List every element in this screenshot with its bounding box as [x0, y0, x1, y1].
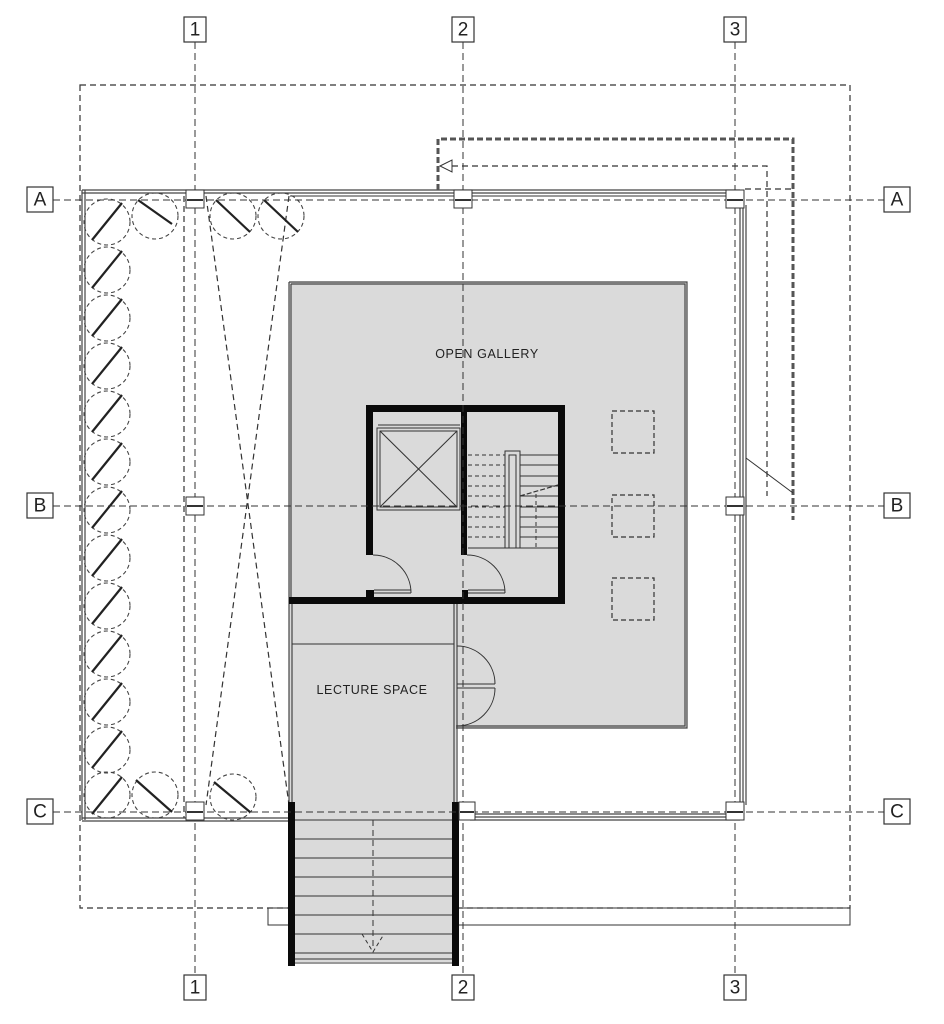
gallery-walls — [288, 281, 688, 729]
tree-icon — [83, 198, 131, 246]
grid-tag-right-c: C — [883, 798, 911, 825]
tree-icon — [83, 294, 131, 342]
tree-icon — [83, 726, 131, 774]
svg-text:B: B — [891, 496, 904, 517]
grid-tag-top-1: 1 — [183, 16, 207, 43]
svg-text:1: 1 — [190, 978, 201, 999]
internal-stair-icon — [468, 450, 559, 549]
tree-icon — [83, 486, 131, 534]
svg-text:A: A — [34, 190, 47, 211]
roof-outline — [79, 84, 851, 909]
structural-columns — [185, 189, 745, 821]
grid-tag-bottom-3: 3 — [723, 974, 747, 1001]
grid-tag-right-b: B — [883, 492, 911, 519]
grid-tag-left-a: A — [26, 186, 54, 213]
svg-text:2: 2 — [458, 20, 469, 41]
svg-text:C: C — [33, 802, 47, 823]
ramp-path — [436, 137, 795, 520]
pergola-lines — [183, 195, 290, 818]
grid-tag-left-b: B — [26, 492, 54, 519]
entry-stair-icon — [288, 802, 459, 966]
floor-areas — [289, 282, 687, 962]
svg-text:3: 3 — [730, 978, 741, 999]
core-doors — [372, 554, 506, 594]
svg-text:1: 1 — [190, 20, 201, 41]
lecture-walls — [288, 604, 458, 805]
svg-text:B: B — [34, 496, 47, 517]
tree-icon — [209, 773, 257, 821]
room-label-open-gallery: OPEN GALLERY — [435, 347, 539, 361]
tree-icons — [83, 192, 305, 821]
tree-icon — [83, 630, 131, 678]
tree-icon — [83, 438, 131, 486]
tree-icon — [83, 390, 131, 438]
room-label-lecture-space: LECTURE SPACE — [316, 683, 427, 697]
svg-text:C: C — [890, 802, 904, 823]
skylights — [611, 410, 655, 621]
grid-tag-bottom-1: 1 — [183, 974, 207, 1001]
tree-icon — [83, 582, 131, 630]
grid-tag-left-c: C — [26, 798, 54, 825]
tree-icon — [83, 678, 131, 726]
tree-icon — [209, 192, 257, 240]
svg-text:2: 2 — [458, 978, 469, 999]
tree-icon — [131, 192, 179, 240]
svg-text:A: A — [891, 190, 904, 211]
elevator-icon — [376, 424, 461, 511]
tree-icon — [83, 534, 131, 582]
grid-tag-top-3: 3 — [723, 16, 747, 43]
svg-text:3: 3 — [730, 20, 741, 41]
tree-icon — [83, 246, 131, 294]
tree-icon — [131, 771, 179, 819]
tree-icon — [83, 342, 131, 390]
tree-icon — [83, 771, 131, 819]
grid-tag-bottom-2: 2 — [451, 974, 475, 1001]
tree-icon — [257, 192, 305, 240]
grid-tag-right-a: A — [883, 186, 911, 213]
core-walls — [289, 405, 565, 604]
entry-slab — [267, 907, 851, 926]
grid-tag-top-2: 2 — [451, 16, 475, 43]
